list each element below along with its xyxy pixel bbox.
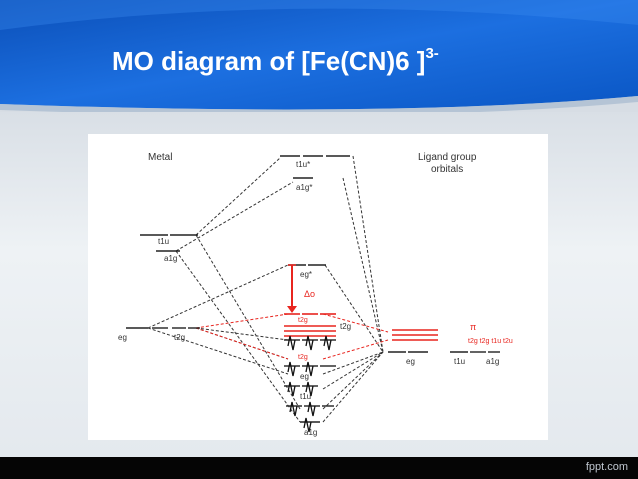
delta-o-label: Δo [304, 289, 315, 299]
delta-o-arrow [287, 264, 297, 313]
pi-correlation-lines [195, 313, 389, 360]
metal-eg-label: eg [118, 333, 127, 342]
footer-bar: fppt.com [0, 457, 638, 479]
mo-t1u-star-label: t1u* [296, 160, 310, 169]
metal-t2g-label: t2g [174, 333, 185, 342]
mo-eg-star-label: eg* [300, 270, 312, 279]
ligand-label-line2: orbitals [431, 164, 463, 175]
mo-levels [280, 155, 350, 423]
metal-t1u-label: t1u [158, 237, 169, 246]
mo-t2g-pi-star-label: t2g [298, 317, 308, 324]
mo-t2g-label: t2g [340, 322, 351, 331]
mo-a1g-star-label: a1g* [296, 183, 312, 192]
mo-a1g-label: a1g [304, 428, 317, 437]
ligand-a1g-label: a1g [486, 357, 499, 366]
metal-label: Metal [148, 152, 172, 163]
pi-levels [284, 313, 438, 341]
correlation-lines [147, 155, 384, 423]
banner-graphic [0, 0, 638, 112]
page-title: MO diagram of [Fe(CN)6 ]3- [112, 45, 439, 76]
metal-a1g-label: a1g [164, 254, 177, 263]
mo-diagram-svg: Metal Ligand group orbitals t1u a1g eg t… [118, 152, 513, 437]
mo-diagram: Metal Ligand group orbitals t1u a1g eg t… [88, 134, 548, 440]
pi-label: π [470, 322, 476, 332]
header-banner: MO diagram of [Fe(CN)6 ]3- [0, 0, 638, 112]
ligand-eg-label: eg [406, 357, 415, 366]
brand-label: fppt.com [585, 461, 628, 473]
mo-t2g-pi-label: t2g [298, 354, 308, 361]
ligand-label-line1: Ligand group [418, 152, 477, 163]
ligand-t1u-label: t1u [454, 357, 465, 366]
mo-eg-label: eg [300, 372, 309, 381]
mo-t1u-label: t1u [300, 392, 311, 401]
metal-levels [126, 234, 200, 329]
electron-arrows [287, 335, 332, 433]
pi-set-label: t2g t2g t1u t2u [468, 338, 513, 345]
